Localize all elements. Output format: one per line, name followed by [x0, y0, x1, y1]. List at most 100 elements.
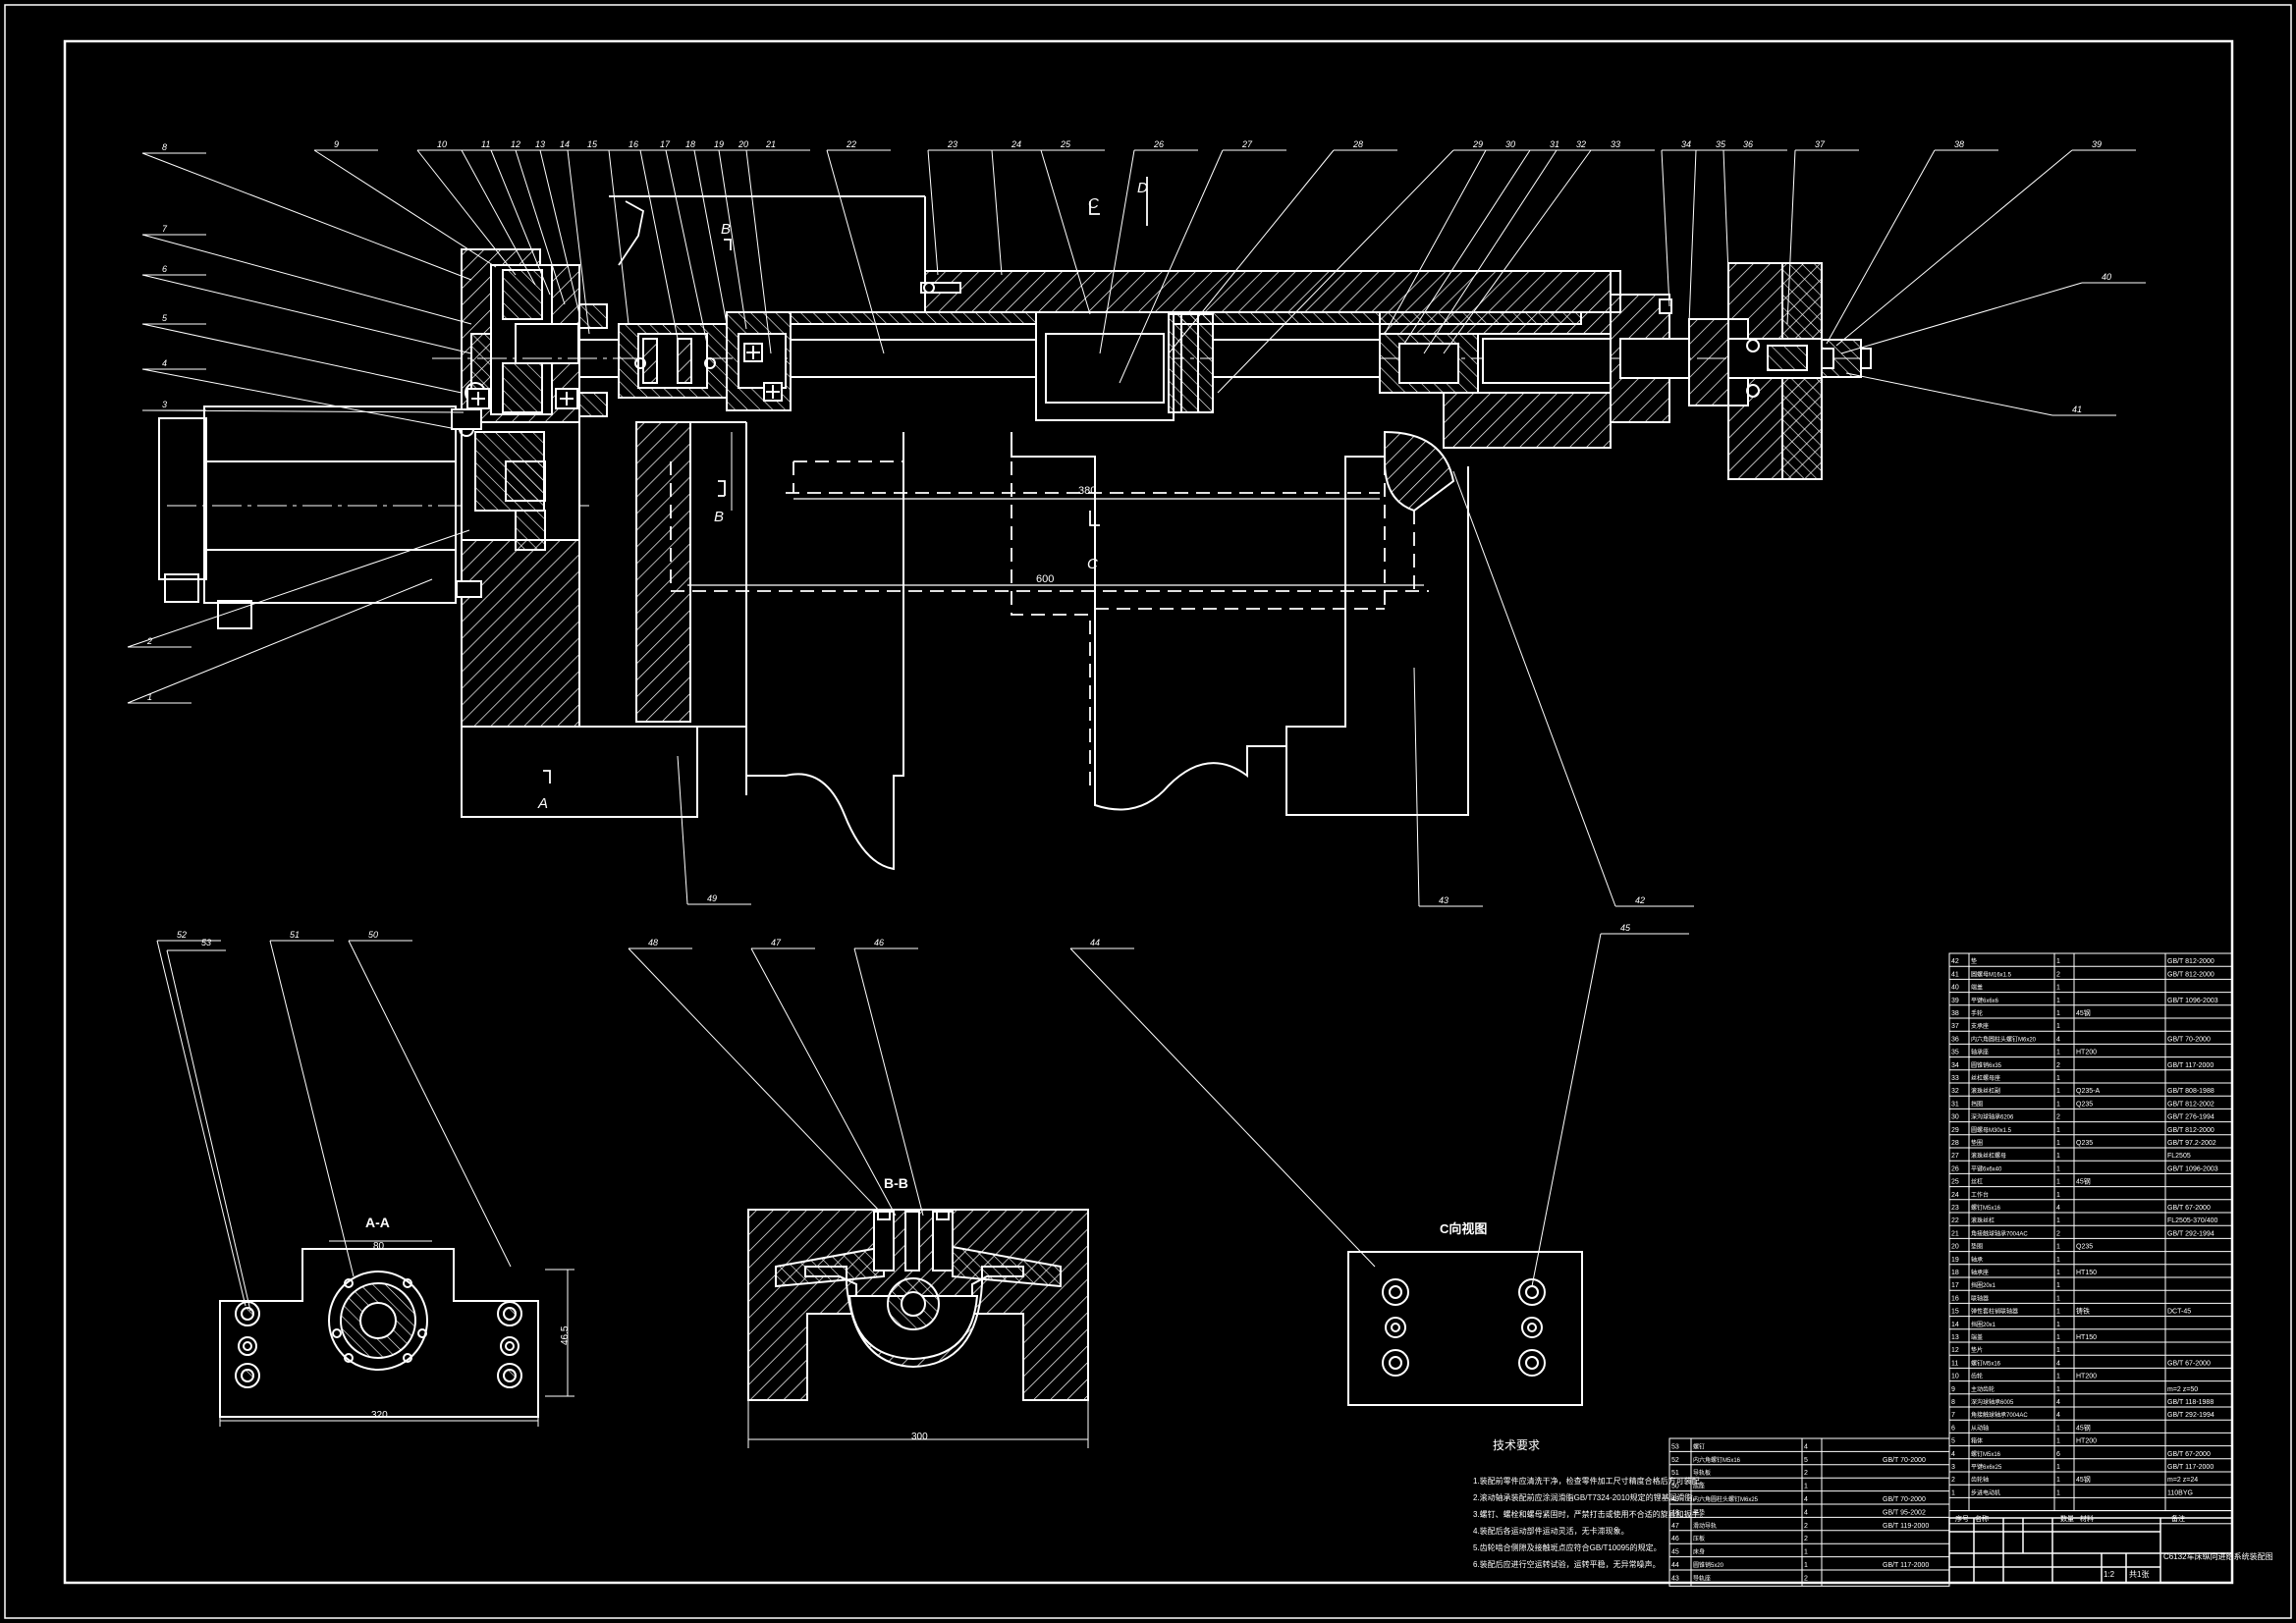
bom-cell: 24 [1951, 1192, 1959, 1199]
motor-foot-1 [164, 573, 199, 603]
tech-req-item: 3.螺钉、螺栓和螺母紧固时，严禁打击或使用不合适的旋具和扳手。 [1473, 1509, 1708, 1519]
bom-cell: 箱体 [1971, 1437, 1983, 1445]
bom-cell: GB/T 292-1994 [2167, 1230, 2214, 1237]
bom-cell: 41 [1951, 971, 1959, 978]
bom-cell: 垫片 [1971, 1346, 1983, 1354]
part-number-11: 11 [481, 139, 490, 149]
bom-cell: 挡圈20x1 [1971, 1321, 1996, 1328]
bom-cell: 深沟球轴承6005 [1971, 1398, 2014, 1406]
bom-cell: 37 [1951, 1023, 1959, 1030]
part-number-38: 38 [1954, 139, 1964, 149]
bom-cell: 滚珠丝杠螺母 [1971, 1152, 2006, 1160]
bom-cell: 齿轮 [1971, 1373, 1983, 1380]
part-number-3: 3 [162, 400, 167, 409]
bom-cell: GB/T 117-2000 [2167, 1464, 2214, 1471]
part-number-25: 25 [1060, 139, 1071, 149]
bom-cell: 工作台 [1971, 1191, 1989, 1199]
bom-cell: 1 [1804, 1484, 1808, 1490]
part-number-4: 4 [162, 358, 167, 368]
part-number-39: 39 [2092, 139, 2102, 149]
base-block [461, 726, 698, 818]
bom-cell: 端盖 [1971, 1333, 1983, 1341]
outer-border [4, 4, 2292, 1619]
bom-cell: 1 [2056, 1010, 2060, 1017]
bom-cell: GB/T 67-2000 [2167, 1205, 2211, 1212]
dim-600: 600 [1036, 573, 1054, 585]
part-number-26: 26 [1153, 139, 1164, 149]
bom-cell: 19 [1951, 1257, 1959, 1264]
bom-cell: 45钢 [2076, 1177, 2091, 1186]
bom-cell: 52 [1671, 1457, 1679, 1464]
tech-req-title: 技术要求 [1493, 1438, 1540, 1452]
bom-cell: 1 [2056, 1438, 2060, 1445]
bom-cell: Q235 [2076, 1140, 2093, 1147]
bom-cell: 4 [2056, 1412, 2060, 1419]
part-number-17: 17 [660, 139, 671, 149]
bom-cell: 25 [1951, 1179, 1959, 1186]
part-number-29: 29 [1472, 139, 1483, 149]
section-marker-c-upper: C [1088, 195, 1099, 212]
bom-cell: 38 [1951, 1010, 1959, 1017]
part-number-33: 33 [1611, 139, 1620, 149]
main-assembly-section [158, 195, 1872, 871]
c-view-holes [1382, 1278, 1546, 1377]
bom-cell: 1 [2056, 1489, 2060, 1496]
bom-cell: 从动轴 [1971, 1424, 1989, 1432]
part-number-30: 30 [1505, 139, 1515, 149]
part-number-40: 40 [2102, 272, 2111, 282]
bom-cell: 4 [1804, 1496, 1808, 1503]
bom-cell: GB/T 95-2002 [1883, 1509, 1926, 1516]
part-number-37: 37 [1815, 139, 1826, 149]
bom-cell: 齿轮轴 [1971, 1476, 1989, 1484]
bom-cell: 1 [2056, 1217, 2060, 1224]
bom-cell: 16 [1951, 1295, 1959, 1302]
part-number-8: 8 [162, 142, 167, 152]
bom-cell: 螺钉 [1693, 1442, 1705, 1450]
part-number-31: 31 [1550, 139, 1559, 149]
bom-cell: 1 [2056, 1374, 2060, 1380]
bom-cell: 圆螺母M30x1.5 [1971, 1126, 2012, 1134]
bom-cell: 1 [2056, 1295, 2060, 1302]
part-number-18: 18 [685, 139, 695, 149]
bom-cell: 1 [2056, 1075, 2060, 1082]
bom-cell: 底座 [1693, 1483, 1705, 1490]
bom-cell: 6 [1951, 1425, 1955, 1432]
part-number-19: 19 [714, 139, 724, 149]
part-number-16: 16 [629, 139, 638, 149]
bom-cell: 垫圈 [1971, 1139, 1983, 1147]
bom-cell: 36 [1951, 1036, 1959, 1043]
bom-cell: Q235-A [2076, 1088, 2100, 1095]
dim-bb-width: 300 [911, 1432, 928, 1442]
bom-cell: 2 [1804, 1536, 1808, 1542]
bom-cell: 平键6x6x6 [1971, 997, 1999, 1004]
bom-cell: GB/T 1096-2003 [2167, 998, 2218, 1004]
bom-cell: 联轴器 [1971, 1294, 1989, 1302]
bom-cell: 1 [2056, 1101, 2060, 1108]
bom-cell: 内六角圆柱头螺钉M6x25 [1693, 1495, 1759, 1503]
part-number-12: 12 [511, 139, 520, 149]
bom-cell: 26 [1951, 1165, 1959, 1172]
bom-cell: GB/T 117-2000 [2167, 1062, 2214, 1069]
bom-cell: 50 [1671, 1484, 1679, 1490]
view-a-a-title: A-A [365, 1215, 390, 1230]
bom-cell: 40 [1951, 985, 1959, 992]
bom-cell: 平键6x6x40 [1971, 1164, 2002, 1172]
bom-cell: 弹性套柱销联轴器 [1971, 1308, 2018, 1316]
bom-cell: 6 [2056, 1451, 2060, 1458]
bom-cell: 4 [2056, 1360, 2060, 1367]
bom-cell: 1 [2056, 1165, 2060, 1172]
bom-cell: 丝杠螺母座 [1971, 1074, 2000, 1082]
bom-cell: 30 [1951, 1114, 1959, 1121]
bom-cell: 31 [1951, 1101, 1959, 1108]
motor-foot-2 [217, 600, 252, 629]
bom-cell: GB/T 70-2000 [1883, 1457, 1926, 1464]
bom-cell: 22 [1951, 1217, 1959, 1224]
part-number-20: 20 [738, 139, 748, 149]
bom-cell: 12 [1951, 1347, 1959, 1354]
bom-cell: 支承座 [1971, 1022, 1989, 1030]
bom-cell: 主动齿轮 [1971, 1385, 1995, 1393]
bom-cell: 11 [1951, 1360, 1958, 1367]
bom-cell: 导轨板 [1693, 1469, 1711, 1477]
